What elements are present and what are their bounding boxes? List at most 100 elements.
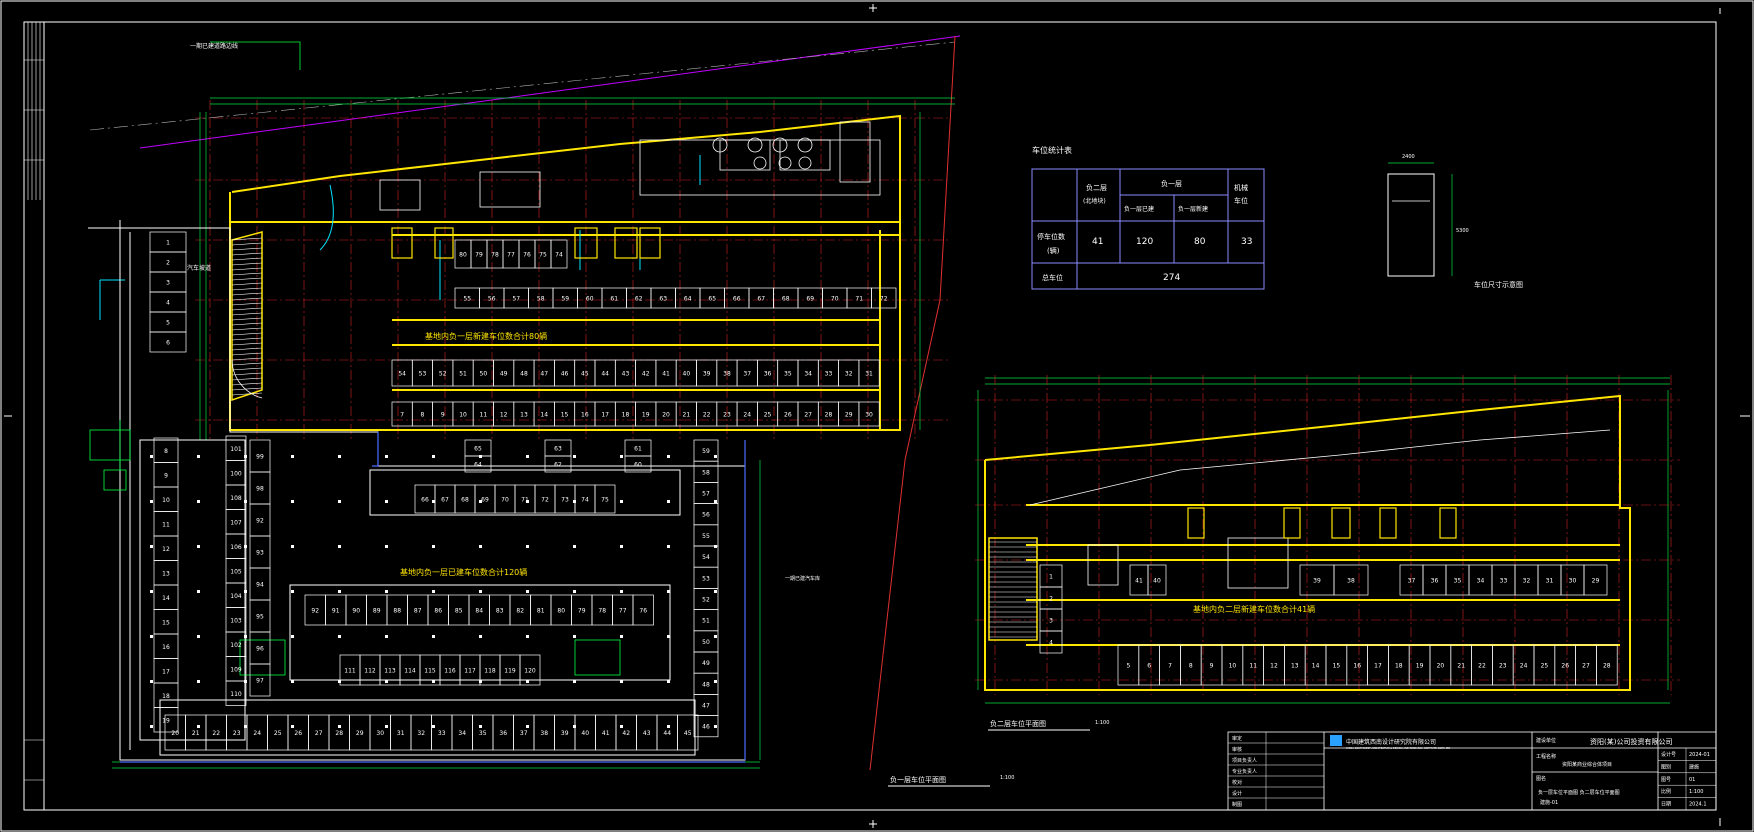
b1-new-stall-number: 15: [561, 412, 569, 419]
old-stall: 89: [366, 594, 388, 626]
b1-new-stall-number: 12: [500, 412, 508, 419]
old-stall-number: 107: [230, 519, 242, 526]
old-stall: 60: [624, 455, 652, 473]
b2-stall: 23: [1492, 644, 1514, 686]
old-stall-number: 86: [434, 608, 442, 615]
old-stall: 99: [249, 439, 271, 473]
old-stall-number: 73: [561, 497, 569, 504]
b1-new-stall-number: 45: [581, 371, 589, 378]
row-count: 停车位数: [1037, 232, 1065, 241]
info-row-value: 1:100: [1689, 789, 1703, 795]
b1-new-stall-number: 72: [880, 296, 888, 303]
b2-stall: 4: [1039, 630, 1063, 654]
b2-stall: 29: [1583, 564, 1608, 596]
b2-stall-number: 4: [1049, 640, 1053, 647]
old-stall: 39: [554, 714, 576, 751]
b1-new-stall: 15: [554, 401, 576, 427]
b2-stall: 33: [1491, 564, 1516, 596]
old-stall: 50: [693, 630, 719, 653]
old-stall-number: 97: [256, 678, 264, 685]
company-name: 中国建筑西南设计研究院有限公司: [1346, 738, 1436, 746]
old-stall-number: 26: [294, 730, 302, 737]
b2-stall: 15: [1325, 644, 1348, 686]
b1-new-stall-number: 59: [561, 296, 569, 303]
old-stall-number: 120: [524, 668, 536, 675]
old-stall-number: 42: [622, 730, 630, 737]
old-stall: 27: [308, 714, 330, 751]
b2-stall-number: 17: [1374, 663, 1382, 670]
stall-dimension-diagram: 2400 5300 车位尺寸示意图: [1387, 154, 1523, 289]
old-stall-number: 95: [256, 614, 264, 621]
b2-stall-number: 10: [1229, 663, 1237, 670]
b2-stall: 34: [1468, 564, 1493, 596]
old-stall-number: 110: [230, 691, 242, 698]
old-stall: 92: [249, 503, 271, 537]
b1-new-stall-number: 14: [540, 412, 548, 419]
b1-new-stall: 51: [452, 359, 474, 387]
old-stall: 84: [468, 594, 490, 626]
old-stall: 44: [656, 714, 678, 751]
info-row-label: 设计号: [1661, 751, 1676, 758]
old-stall: 23: [226, 714, 248, 751]
b1-new-stall: 45: [574, 359, 596, 387]
b1-new-stall: 54: [391, 359, 413, 387]
b1-new-stall: 62: [626, 287, 652, 309]
b1-new-stall: 77: [502, 239, 520, 269]
old-stall-number: 41: [602, 730, 610, 737]
old-stall: 38: [533, 714, 555, 751]
old-stall: 45: [677, 714, 699, 751]
sub-b1-new: 负一层新建: [1178, 205, 1208, 213]
old-stall-number: 83: [496, 608, 504, 615]
b2-stall-number: 25: [1541, 663, 1549, 670]
sign-row-label: 设计: [1232, 790, 1242, 797]
b1-left-stall-number: 5: [166, 320, 170, 327]
b2-stall-number: 7: [1168, 663, 1172, 670]
b1-new-stall: 25: [757, 401, 779, 427]
b1-new-stall-number: 70: [831, 296, 839, 303]
old-stall: 102: [225, 631, 247, 657]
old-stall: 88: [386, 594, 408, 626]
sign-row-label: 校对: [1232, 779, 1242, 786]
old-stall-number: 108: [230, 495, 242, 502]
v-b2: 41: [1092, 237, 1103, 247]
info-row-label: 图别: [1661, 763, 1671, 770]
old-stall-number: 45: [684, 730, 692, 737]
old-stall-number: 70: [501, 497, 509, 504]
b1-new-stall-number: 44: [601, 371, 609, 378]
old-stall-number: 71: [521, 497, 529, 504]
b1-new-stall: 12: [493, 401, 515, 427]
old-stall-number: 67: [441, 497, 449, 504]
b2-scale: 1:100: [1095, 720, 1109, 726]
b1-new-stall: 30: [858, 401, 880, 427]
col-mech-2: 车位: [1234, 196, 1248, 205]
b1-new-stall-number: 54: [398, 371, 406, 378]
b1-new-stall: 10: [452, 401, 474, 427]
b1-new-stall-number: 65: [708, 296, 716, 303]
old-stall: 58: [693, 460, 719, 483]
old-stall: 26: [287, 714, 309, 751]
b1-new-stall-number: 21: [683, 412, 691, 419]
old-stall-number: 117: [464, 668, 476, 675]
old-stall: 93: [249, 535, 271, 569]
b1-new-stall-number: 24: [743, 412, 751, 419]
b1-new-stall: 14: [533, 401, 555, 427]
b1-new-stall: 29: [838, 401, 860, 427]
b1-new-stall-number: 62: [635, 296, 643, 303]
b1-new-stall-number: 41: [662, 371, 670, 378]
b1-new-stall-number: 31: [865, 371, 873, 378]
b2-stall-number: 22: [1478, 663, 1486, 670]
info-row-label: 比例: [1661, 788, 1671, 795]
b1-new-stall-number: 79: [475, 252, 483, 259]
old-stall-number: 17: [162, 668, 170, 675]
old-stall-number: 116: [444, 668, 456, 675]
b1-new-stall: 18: [614, 401, 636, 427]
old-stall-number: 53: [702, 575, 710, 582]
b1-new-stall: 76: [518, 239, 536, 269]
old-stall-number: 16: [162, 644, 170, 651]
old-stall: 53: [693, 566, 719, 589]
old-stall-number: 109: [230, 666, 242, 673]
b1-new-stall: 47: [533, 359, 555, 387]
dim-height: 5300: [1456, 228, 1469, 234]
b1-new-stall: 74: [550, 239, 568, 269]
